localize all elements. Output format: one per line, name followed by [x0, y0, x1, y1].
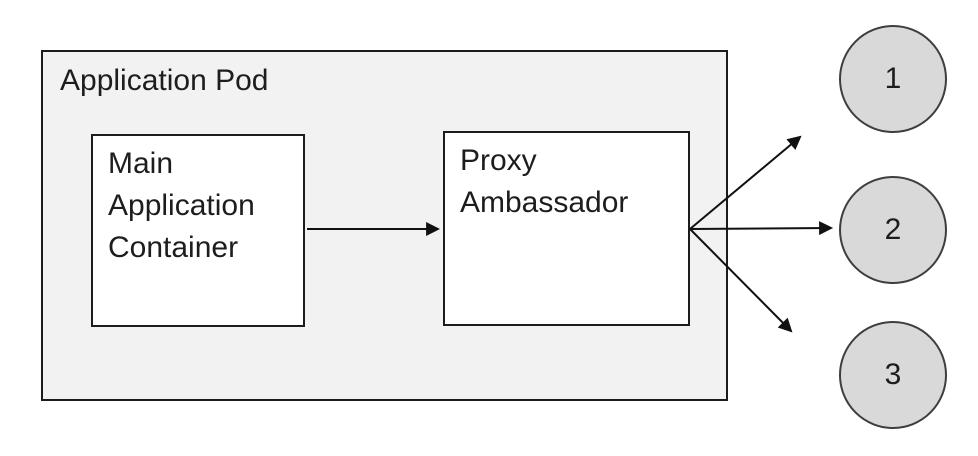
- endpoint-2-label: 2: [884, 213, 902, 246]
- application-pod-label: Application Pod: [60, 64, 269, 97]
- main-application-container-label: Main Application Container: [108, 147, 255, 264]
- endpoint-3-label: 3: [884, 358, 902, 391]
- node-proxy-ambassador: Proxy Ambassador: [443, 131, 690, 326]
- node-main-application-container: Main Application Container: [91, 134, 305, 327]
- endpoint-circle-3: 3: [839, 321, 947, 429]
- endpoint-circle-1: 1: [839, 25, 947, 133]
- proxy-ambassador-label: Proxy Ambassador: [460, 144, 629, 219]
- endpoint-1-label: 1: [884, 62, 902, 95]
- endpoint-circle-2: 2: [839, 176, 947, 284]
